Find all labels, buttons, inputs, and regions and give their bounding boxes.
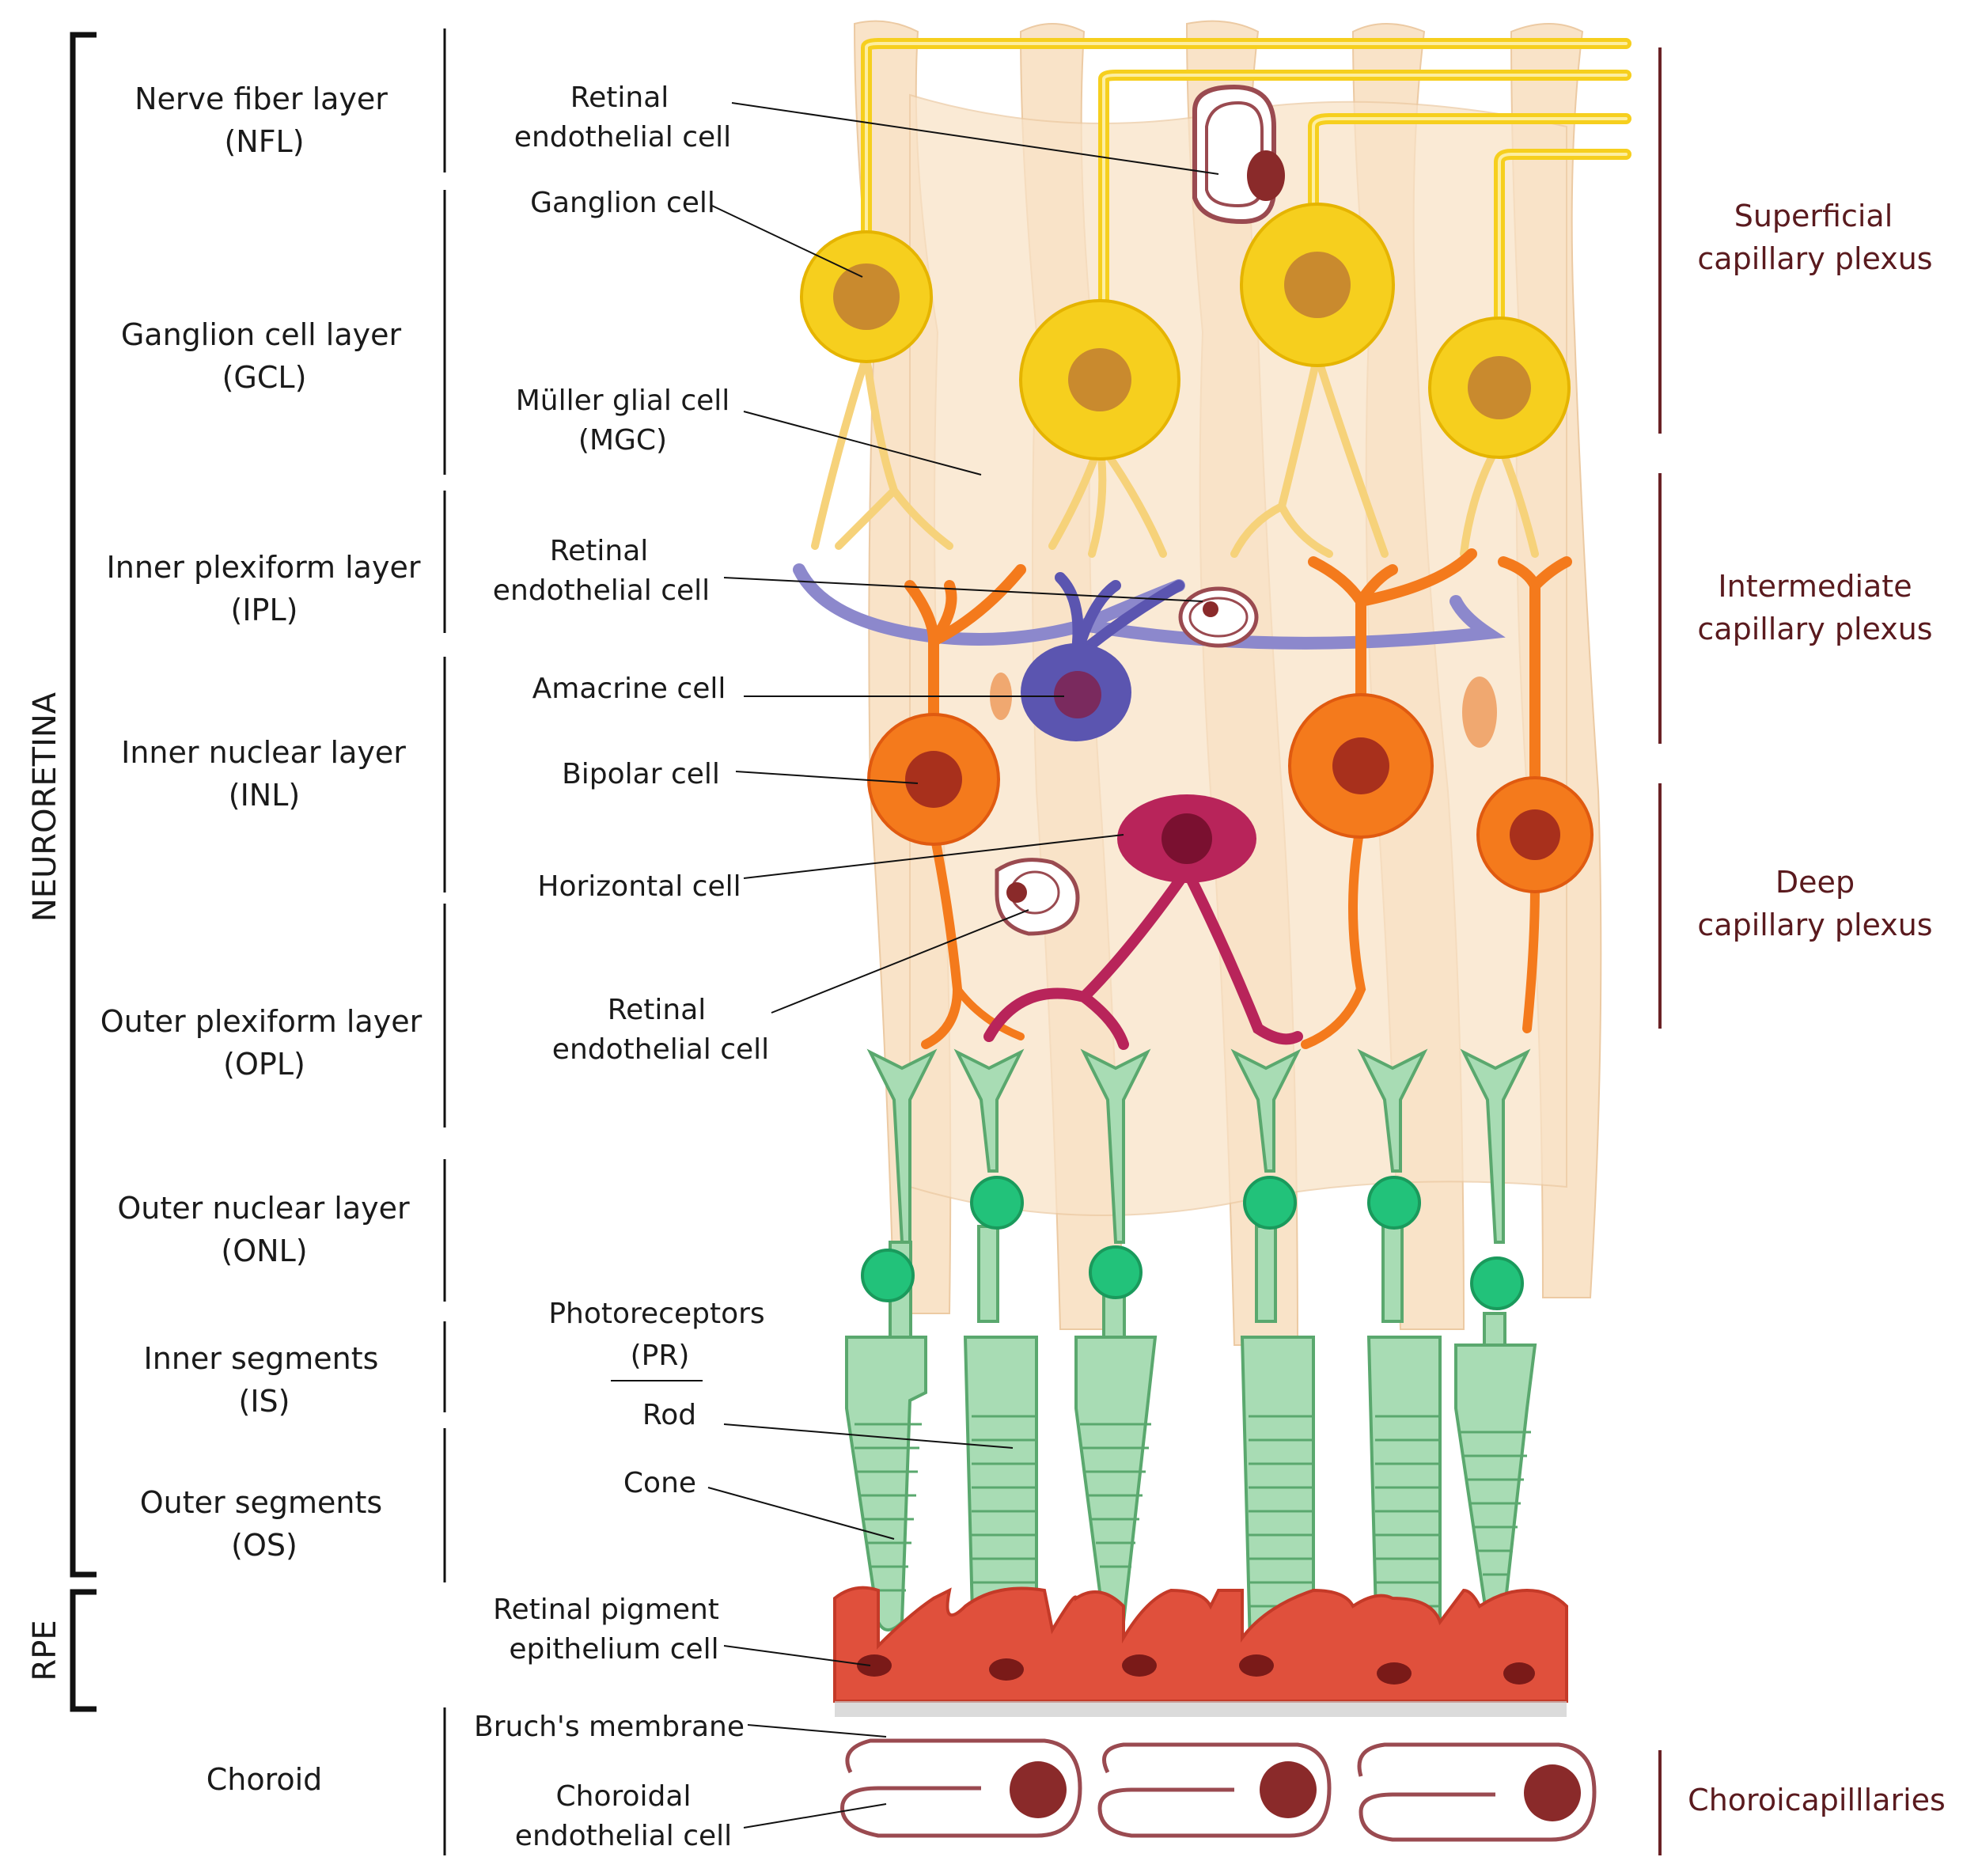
layer-os-name: Outer segments <box>140 1485 382 1520</box>
layer-labels: Nerve fiber layer (NFL) Ganglion cell la… <box>100 81 423 1797</box>
label-choroidal-endothelial-a: Choroidal <box>556 1780 692 1813</box>
photoreceptor-cone-2 <box>1074 1048 1158 1632</box>
layer-onl-abbr: (ONL) <box>221 1234 307 1268</box>
layer-inl-name: Inner nuclear layer <box>121 735 406 770</box>
layer-nfl-abbr: (NFL) <box>224 124 304 159</box>
label-bruchs: Bruch's membrane <box>474 1711 745 1743</box>
layer-os-abbr: (OS) <box>231 1528 297 1563</box>
label-retinal-endothelial-1b: endothelial cell <box>514 121 731 153</box>
superficial-vessel <box>1192 84 1285 225</box>
label-amacrine-cell: Amacrine cell <box>532 673 726 705</box>
layer-nfl-name: Nerve fiber layer <box>135 81 388 116</box>
intermediate-vessel <box>1178 586 1259 648</box>
label-choroidal-endothelial-b: endothelial cell <box>515 1820 732 1852</box>
layer-opl-abbr: (OPL) <box>223 1047 305 1082</box>
leader-lines <box>611 102 1219 1829</box>
plexus-intermediate-a: Intermediate <box>1718 569 1912 604</box>
cell-labels: Retinal endothelial cell Ganglion cell M… <box>474 81 769 1852</box>
bipolar-cells <box>867 548 1594 1049</box>
label-retinal-endothelial-2b: endothelial cell <box>493 574 710 607</box>
photoreceptor-rod-2 <box>1230 1048 1315 1647</box>
neuroretina-label: NEURORETINA <box>27 692 63 922</box>
rpe-label: RPE <box>27 1620 63 1681</box>
label-rod: Rod <box>642 1399 696 1431</box>
label-rpe-cell-a: Retinal pigment <box>493 1594 719 1626</box>
layer-gcl-name: Ganglion cell layer <box>121 317 402 352</box>
choroidal-vessels <box>840 1738 1597 1842</box>
ganglion-axons-highlight <box>865 42 1628 318</box>
label-retinal-endothelial-3b: endothelial cell <box>552 1033 769 1066</box>
layer-opl-name: Outer plexiform layer <box>100 1004 423 1039</box>
label-photoreceptors-b: (PR) <box>631 1340 690 1372</box>
neuroretina-bracket <box>70 32 97 1578</box>
ganglion-dendrites <box>811 352 1539 558</box>
label-ganglion-cell: Ganglion cell <box>530 187 715 219</box>
plexus-superficial-b: capillary plexus <box>1697 241 1932 276</box>
ganglion-cell-4 <box>1428 316 1571 459</box>
layer-inl-abbr: (INL) <box>229 778 300 813</box>
ganglion-cell-2 <box>1019 299 1180 460</box>
layer-choroid-name: Choroid <box>207 1762 323 1797</box>
label-muller-b: (MGC) <box>578 424 667 457</box>
photoreceptor-cone-3 <box>1454 1048 1537 1632</box>
layer-onl-name: Outer nuclear layer <box>117 1191 410 1226</box>
label-bipolar-cell: Bipolar cell <box>562 758 720 790</box>
deep-vessel <box>995 858 1080 936</box>
photoreceptor-cone-1 <box>845 1048 938 1632</box>
layer-ipl-abbr: (IPL) <box>231 593 298 627</box>
photoreceptor-rod-1 <box>953 1048 1038 1647</box>
layer-ipl-name: Inner plexiform layer <box>107 550 421 585</box>
label-rpe-cell-b: epithelium cell <box>509 1633 718 1666</box>
layer-is-abbr: (IS) <box>239 1384 290 1419</box>
rpe-layer <box>833 1586 1568 1703</box>
label-retinal-endothelial-3a: Retinal <box>608 994 707 1026</box>
label-horizontal-cell: Horizontal cell <box>537 870 741 903</box>
muller-glial-cells <box>853 20 1602 1346</box>
plexus-deep-b: capillary plexus <box>1697 908 1932 942</box>
ganglion-cell-3 <box>1240 203 1395 367</box>
photoreceptors <box>845 1048 1537 1647</box>
plexus-choroicapillaries: Choroicapilllaries <box>1688 1783 1946 1817</box>
label-muller-a: Müller glial cell <box>516 385 730 417</box>
rpe-bracket <box>70 1589 97 1712</box>
photoreceptor-discs <box>855 1415 1531 1608</box>
plexus-labels: Superficial capillary plexus Intermediat… <box>1688 199 1946 1817</box>
plexus-intermediate-b: capillary plexus <box>1697 612 1932 646</box>
photoreceptor-rod-3 <box>1357 1048 1442 1647</box>
label-photoreceptors-a: Photoreceptors <box>548 1298 764 1330</box>
layer-is-name: Inner segments <box>144 1341 379 1376</box>
plexus-superficial-a: Superficial <box>1734 199 1893 233</box>
label-cone: Cone <box>623 1467 696 1499</box>
plexus-deep-a: Deep <box>1775 865 1855 900</box>
label-retinal-endothelial-2a: Retinal <box>550 535 649 567</box>
layer-gcl-abbr: (GCL) <box>222 360 307 395</box>
horizontal-cell <box>983 794 1303 1050</box>
label-retinal-endothelial-1a: Retinal <box>570 81 669 114</box>
ganglion-cells <box>800 203 1571 460</box>
choroidal-nuclei <box>1010 1761 1581 1821</box>
bruchs-membrane <box>835 1701 1567 1717</box>
ganglion-cell-1 <box>800 230 933 363</box>
